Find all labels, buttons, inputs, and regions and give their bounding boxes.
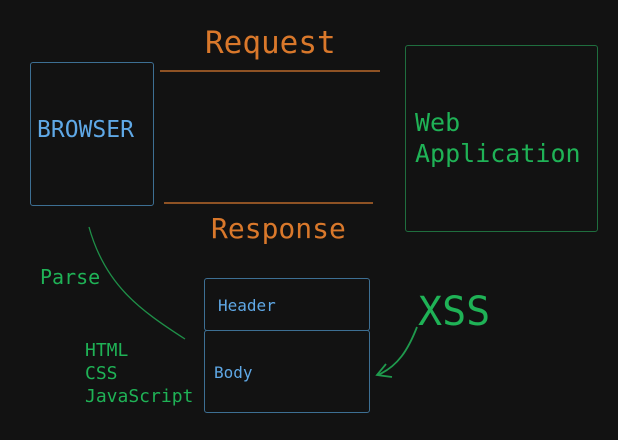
response-header-label: Header xyxy=(218,296,276,315)
language-list: HTML CSS JavaScript xyxy=(85,339,193,408)
xss-arrowhead xyxy=(375,363,393,378)
request-label: Request xyxy=(205,25,336,61)
xss-label: XSS xyxy=(418,289,491,335)
response-label: Response xyxy=(211,212,346,245)
parse-arrow xyxy=(88,226,186,340)
response-body-label: Body xyxy=(214,363,253,382)
xss-arrow xyxy=(377,326,418,376)
web-application-box: Web Application xyxy=(405,45,598,232)
language-javascript: JavaScript xyxy=(85,386,194,407)
web-application-label-line1: Web xyxy=(415,108,461,137)
parse-label: Parse xyxy=(40,265,101,289)
response-body-box: Body xyxy=(204,330,370,413)
language-html: HTML xyxy=(85,340,129,361)
web-application-label-line2: Application xyxy=(415,139,581,168)
browser-box: BROWSER xyxy=(30,62,154,206)
language-css: CSS xyxy=(85,363,118,384)
browser-label: BROWSER xyxy=(37,117,134,143)
response-header-box: Header xyxy=(204,278,370,331)
